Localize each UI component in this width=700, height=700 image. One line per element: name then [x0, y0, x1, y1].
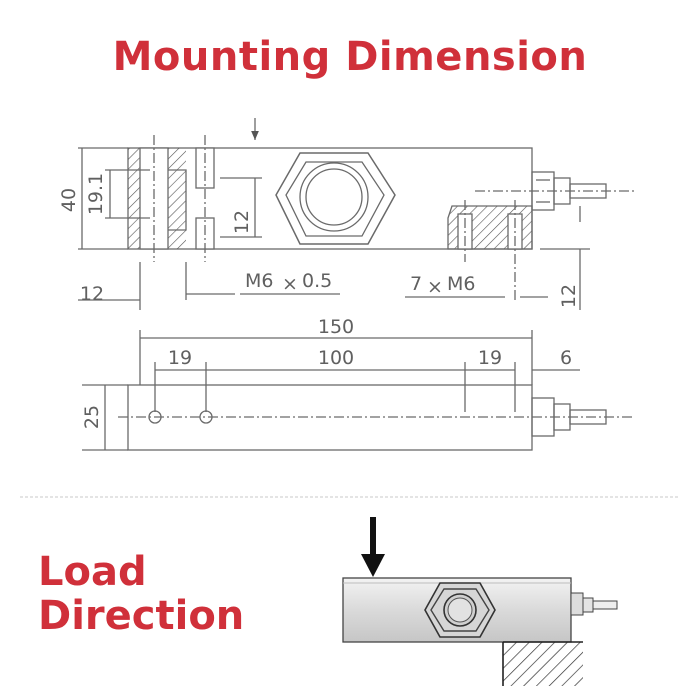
dim-right-depth: 12	[558, 284, 580, 308]
dimension-labels: 40 19.1 12 12 M6 × 0.5 7 × M6 12 150 19 …	[58, 173, 580, 429]
dim-hole-spacing: 100	[318, 347, 354, 369]
top-view	[82, 330, 632, 451]
dim-offset-left: 19	[168, 347, 192, 369]
load-direction-illustration	[342, 517, 618, 686]
load-arrow-icon	[361, 517, 385, 577]
load-title-line2: Direction	[38, 593, 245, 639]
dim-offset-right: 19	[478, 347, 502, 369]
front-view	[78, 118, 635, 310]
dim-height: 40	[58, 188, 80, 212]
fixed-support	[502, 641, 583, 686]
center-boss	[275, 152, 396, 245]
page-title: Mounting Dimension	[112, 34, 588, 80]
dim-hole-pitch: 19.1	[85, 173, 107, 215]
times-sign-right: ×	[427, 276, 443, 298]
load-title-line1: Load	[38, 549, 147, 595]
times-sign-left: ×	[282, 273, 298, 295]
dim-thread-left-pitch: 0.5	[302, 270, 332, 292]
dim-thread-right-count: 7	[410, 273, 422, 295]
load-direction-title: Load Direction	[38, 550, 244, 638]
dim-width: 25	[81, 405, 103, 429]
dim-thread-left: M6	[245, 270, 273, 292]
dim-left-depth: 12	[80, 283, 104, 305]
dim-thread-depth: 12	[231, 210, 253, 234]
dim-end-offset: 6	[560, 347, 572, 369]
cable-gland-3d	[570, 592, 618, 616]
dim-thread-right: M6	[447, 273, 475, 295]
cable-gland-front	[475, 171, 635, 211]
dim-length: 150	[318, 316, 354, 338]
